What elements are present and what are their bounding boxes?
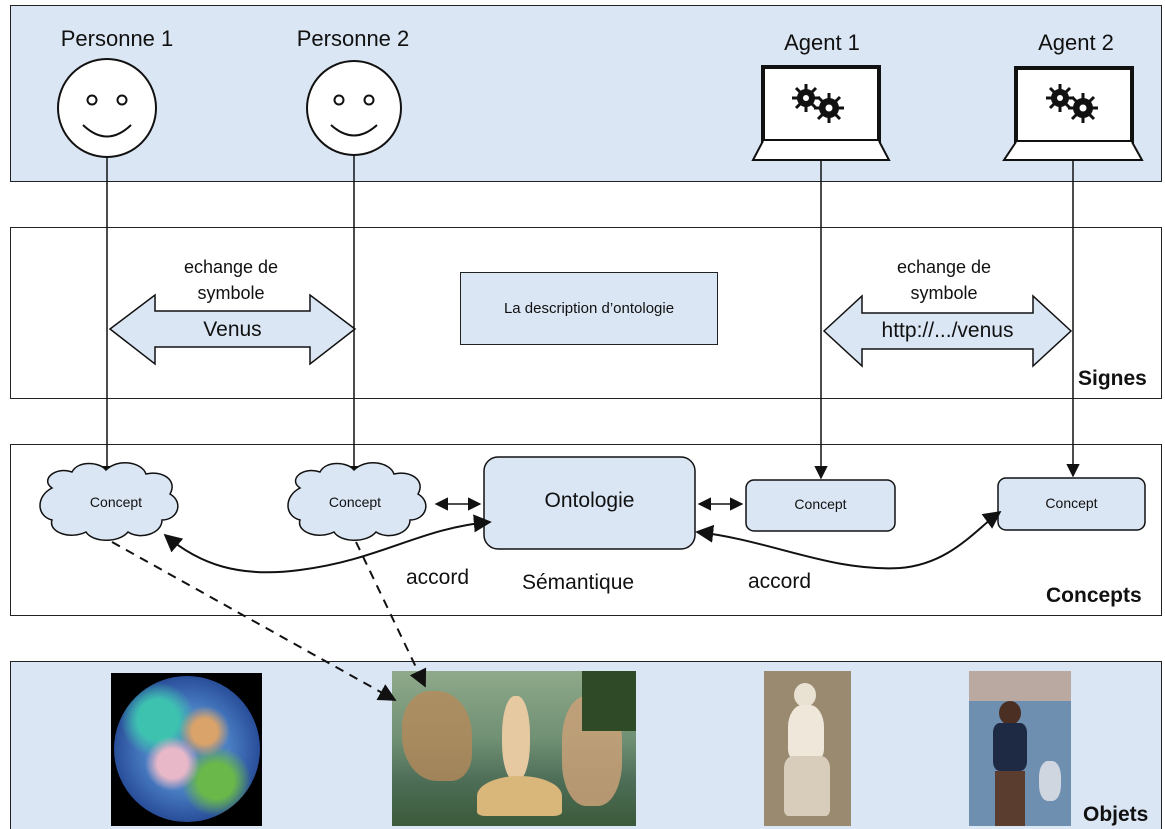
dashed-link-concept-p1-painting bbox=[111, 541, 397, 701]
concept-label-p1: Concept bbox=[89, 494, 143, 510]
exchange-arrow-right bbox=[822, 294, 1073, 368]
accord-label-left: accord bbox=[406, 566, 470, 589]
exchange-arrow-left bbox=[108, 293, 357, 366]
dashed-link-concept-p2-painting bbox=[355, 541, 427, 688]
tennis-player-image bbox=[969, 671, 1071, 826]
concept-label-a2: Concept bbox=[1045, 495, 1098, 511]
arrow-text-venus: Venus bbox=[203, 318, 262, 341]
layer-label-signes: Signes bbox=[1078, 367, 1147, 390]
concept-label-p2: Concept bbox=[328, 494, 382, 510]
venus-planet-image bbox=[111, 673, 262, 826]
label-agent2: Agent 2 bbox=[1038, 30, 1114, 55]
ontologie-label: Ontologie bbox=[544, 489, 635, 512]
smiley-icon-personne2 bbox=[306, 60, 402, 156]
birth-of-venus-painting-image bbox=[392, 671, 636, 826]
semantique-label: Sémantique bbox=[522, 571, 635, 594]
smiley-icon-personne1 bbox=[57, 58, 157, 158]
actors-band bbox=[10, 5, 1162, 182]
ontologie-box-shape bbox=[483, 456, 696, 550]
label-personne2: Personne 2 bbox=[296, 26, 410, 51]
label-agent1: Agent 1 bbox=[784, 30, 860, 55]
laptop-icon-agent2 bbox=[1002, 66, 1144, 161]
accord-label-right: accord bbox=[748, 570, 812, 593]
cloud-shape-concept-p1 bbox=[39, 462, 179, 541]
accord-curve-left bbox=[163, 514, 492, 574]
concept-label-a1: Concept bbox=[794, 496, 847, 512]
concept-box-shape-a2 bbox=[997, 477, 1146, 531]
layer-label-concepts: Concepts bbox=[1046, 584, 1142, 607]
layer-label-objets: Objets bbox=[1083, 803, 1149, 826]
label-personne1: Personne 1 bbox=[60, 26, 174, 51]
ontology-description-text: La description d’ontologie bbox=[503, 300, 675, 317]
arrow-text-uri: http://.../venus bbox=[881, 319, 1014, 342]
laptop-icon-agent1 bbox=[751, 65, 891, 161]
accord-curve-right bbox=[695, 510, 1002, 570]
ontology-description-box: La description d’ontologie bbox=[460, 272, 718, 345]
venus-de-milo-statue-image bbox=[764, 671, 851, 826]
